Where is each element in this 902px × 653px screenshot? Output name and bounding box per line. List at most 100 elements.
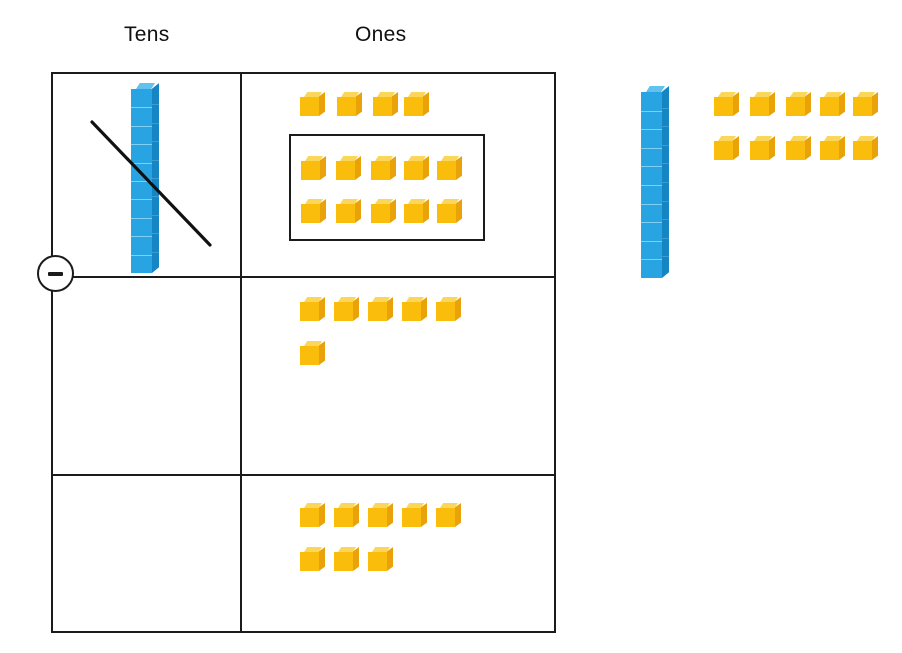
cube-right-face [320,199,326,223]
cube-top-face [304,341,322,346]
cube-right-face [392,92,398,116]
rod-segment-seam [131,254,152,256]
cube-right-face [319,92,325,116]
grid-row-divider-2 [51,474,556,476]
cube-front-face [404,161,423,180]
ones-cube-minuend-loose [337,92,362,116]
cube-right-face [423,199,429,223]
cube-front-face [368,302,387,321]
cube-top-face [338,503,356,508]
cube-front-face [334,552,353,571]
cube-top-face [304,92,322,97]
ones-cube-difference [334,503,359,527]
cube-right-face [353,503,359,527]
ones-cube-legend [714,136,739,160]
ones-cube-legend [853,92,878,116]
cube-top-face [441,199,459,204]
cube-top-face [340,199,358,204]
cube-right-face [805,136,811,160]
rod-segment-seam [131,125,152,127]
cube-right-face [421,297,427,321]
cube-right-face [387,503,393,527]
cube-front-face [301,161,320,180]
cube-front-face [402,302,421,321]
cube-front-face [714,97,733,116]
rod-segment-seam [641,185,662,186]
cube-front-face [750,97,769,116]
cube-right-face [353,297,359,321]
cube-right-face [421,503,427,527]
ones-cube-difference [300,503,325,527]
cube-right-face [423,156,429,180]
cube-top-face [372,547,390,552]
ones-cube-difference [368,503,393,527]
minus-operator-icon [37,255,74,292]
cube-front-face [336,161,355,180]
ones-cube-difference [402,503,427,527]
ones-cube-difference [368,547,393,571]
cube-front-face [437,204,456,223]
cube-top-face [790,136,808,141]
rod-segment-seam [131,199,152,201]
cube-right-face [353,547,359,571]
cube-front-face [404,97,423,116]
cube-top-face [372,503,390,508]
rod-segment-seam-side [152,178,159,179]
cube-right-face [390,156,396,180]
ones-cube-minuend-regrouped [437,156,462,180]
cube-top-face [440,297,458,302]
cube-front-face [853,97,872,116]
ones-cube-legend [853,136,878,160]
ones-cube-minuend-regrouped [437,199,462,223]
cube-top-face [341,92,359,97]
cube-right-face [390,199,396,223]
cube-front-face [336,204,355,223]
column-label-tens: Tens [124,23,170,46]
cube-top-face [304,503,322,508]
rod-segment-seam [131,107,152,109]
ones-cube-difference [300,547,325,571]
rod-segment-seam-side [662,219,669,221]
rod-segment-seam [131,162,152,164]
cube-right-face [769,92,775,116]
cube-right-face [387,297,393,321]
cube-top-face [305,156,323,161]
cube-right-face [319,503,325,527]
rod-segment-seam-side [662,237,669,239]
cube-top-face [408,199,426,204]
ones-cube-minuend-regrouped [336,156,361,180]
rod-segment-seam [131,144,152,146]
cube-top-face [857,136,875,141]
rod-segment-seam [641,110,662,112]
cube-top-face [440,503,458,508]
ones-cube-minuend-regrouped [301,199,326,223]
cube-front-face [786,141,805,160]
rod-top-face [136,83,155,89]
ones-cube-legend [786,136,811,160]
minus-bar [48,271,63,276]
ones-cube-difference [334,547,359,571]
ones-cube-subtrahend [436,297,461,321]
cube-top-face [718,136,736,141]
column-label-ones: Ones [355,23,407,46]
cube-top-face [718,92,736,97]
rod-segment-seam [131,236,152,238]
rod-segment-seam-side [152,122,159,124]
cube-front-face [300,302,319,321]
rod-top-face [646,86,665,92]
rod-segment-seam-side [662,256,669,258]
regrouped-ten-box [289,134,485,241]
cube-front-face [300,552,319,571]
cube-top-face [441,156,459,161]
ones-cube-minuend-loose [404,92,429,116]
cube-right-face [872,136,878,160]
ones-cube-subtrahend [402,297,427,321]
cube-top-face [340,156,358,161]
rod-segment-seam-side [662,126,669,128]
ones-cube-minuend-loose [300,92,325,116]
ones-cube-minuend-regrouped [371,156,396,180]
ones-cube-minuend-regrouped [301,156,326,180]
cube-front-face [820,141,839,160]
ones-cube-subtrahend [300,341,325,365]
